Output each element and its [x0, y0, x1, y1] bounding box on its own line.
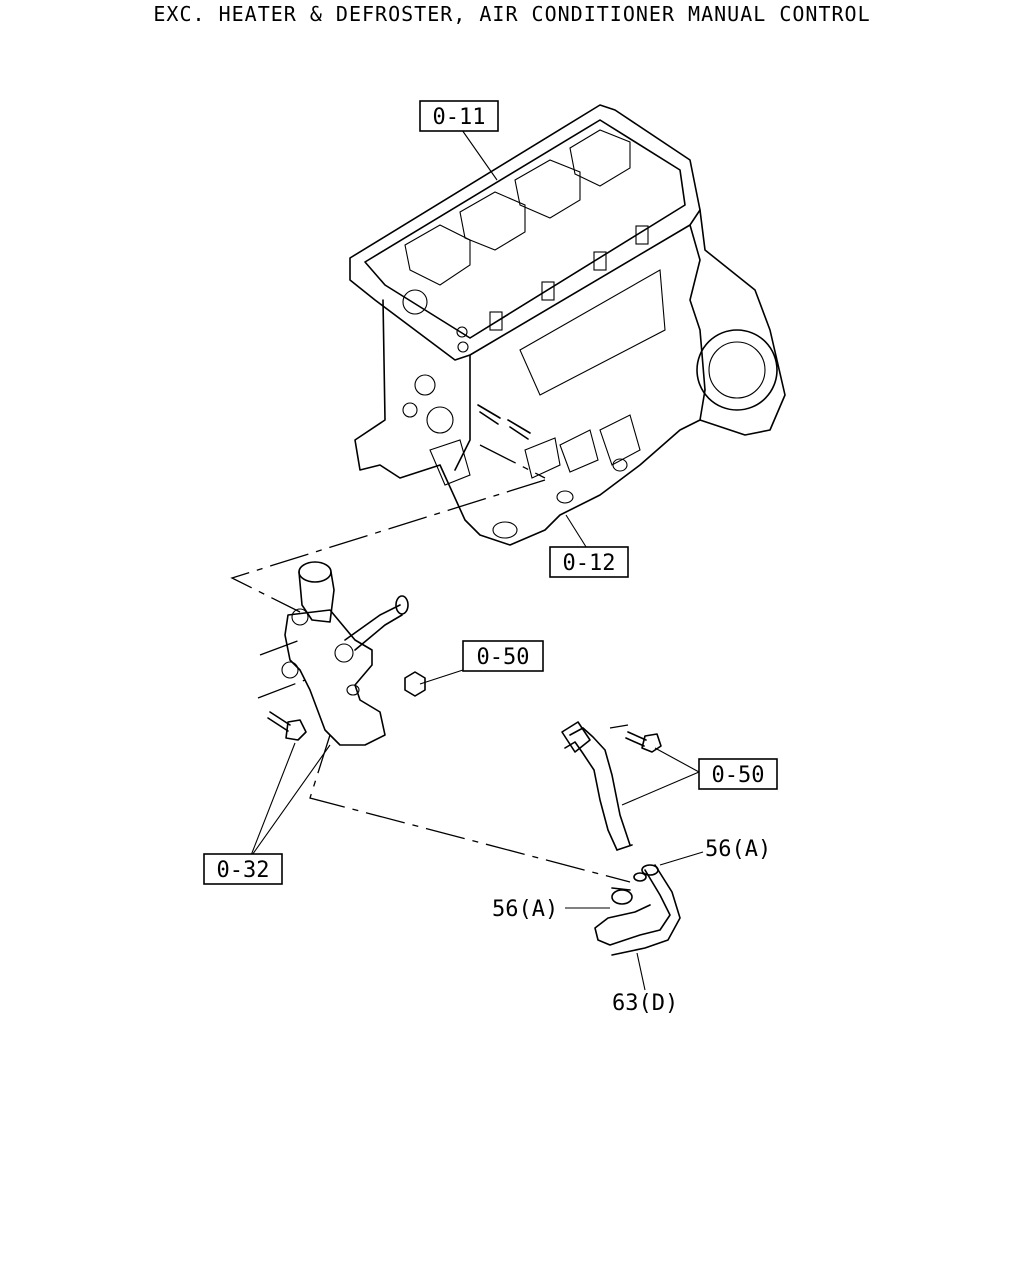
callout-bolts: 0-32: [203, 853, 283, 885]
engine-block-drawing: [349, 104, 786, 546]
callout-label-bolts: 0-32: [217, 858, 270, 883]
callout-label-cylinder-body: 0-12: [563, 551, 616, 576]
heater-hose-drawing: [594, 864, 681, 956]
thermostat-housing-drawing: [267, 561, 426, 746]
callout-pipe-bolt: 0-50: [698, 758, 778, 790]
callout-engine-block: 0-11: [419, 100, 499, 132]
diagram-title: EXC. HEATER & DEFROSTER, AIR CONDITIONER…: [153, 2, 871, 26]
water-pipe-drawing: [561, 721, 662, 851]
alignment-lines: [230, 444, 631, 883]
leader-lines: [249, 129, 704, 991]
callout-label-clip-left: 56(A): [492, 897, 558, 922]
callout-label-nut: 0-50: [477, 645, 530, 670]
callout-cylinder-body: 0-12: [549, 546, 629, 578]
callout-label-hose: 63(D): [612, 991, 678, 1016]
callout-label-clip-right: 56(A): [705, 837, 771, 862]
callout-label-pipe-bolt: 0-50: [712, 763, 765, 788]
callout-label-engine-block: 0-11: [433, 105, 486, 130]
callout-nut: 0-50: [462, 640, 544, 672]
